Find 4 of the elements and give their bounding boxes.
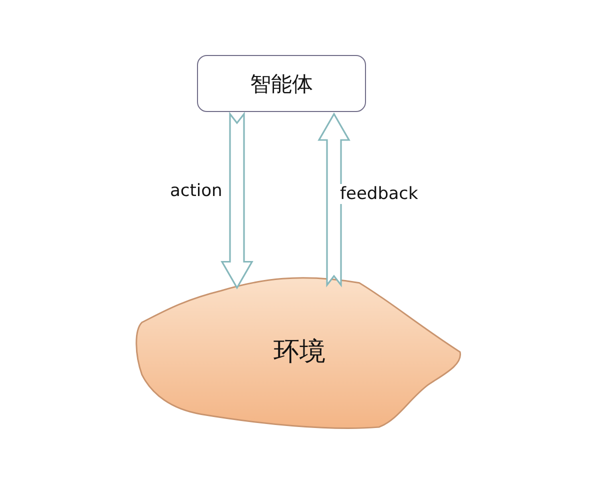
rounded-box: 智能体 (197, 55, 366, 112)
edge-label: feedback (338, 184, 420, 204)
block-arrow (318, 112, 350, 288)
block-arrow (220, 112, 254, 290)
